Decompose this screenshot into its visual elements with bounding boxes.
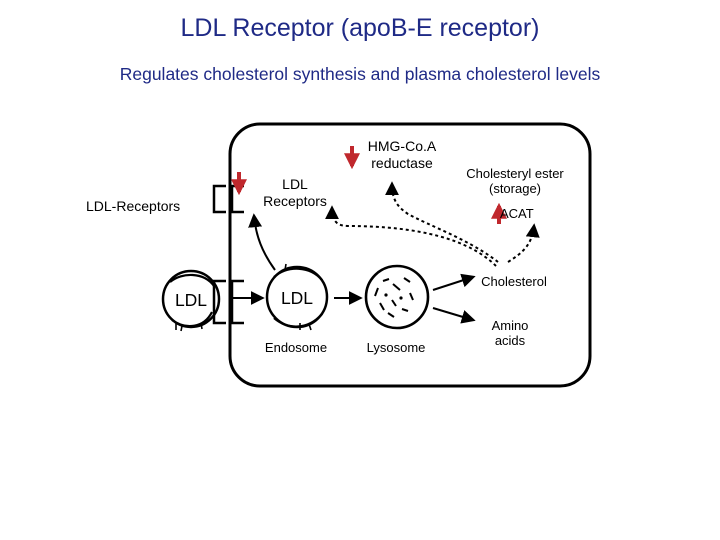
- regulation-arrow-to-hmg-coa: [385, 181, 499, 263]
- lysosome-organelle: [364, 264, 430, 330]
- amino-acids-label: Amino acids: [491, 318, 529, 349]
- page-title: LDL Receptor (apoB-E receptor): [180, 14, 540, 42]
- page-subtitle: Regulates cholesterol synthesis and plas…: [119, 64, 601, 84]
- cholesterol-label: Cholesterol: [481, 274, 547, 289]
- ldl-receptors-inside-label: LDL Receptors: [263, 176, 327, 209]
- arrow-lysosome-to-amino-acids: [432, 307, 476, 324]
- endosome-label: Endosome: [264, 340, 328, 355]
- regulation-arrow-to-ldl-receptors: [325, 205, 497, 267]
- acat-label: ACAT: [500, 206, 534, 221]
- ldl-outside-label: LDL: [174, 290, 208, 310]
- arrow-receptor-recycling: [248, 213, 276, 271]
- hmg-coa-reductase-label: HMG-Co.A reductase: [367, 138, 437, 171]
- ldl-particle-outside: [161, 269, 221, 332]
- receptor-bracket-outer-bottom: [212, 279, 226, 325]
- cholesteryl-ester-label: Cholesteryl ester (storage): [466, 166, 564, 197]
- receptor-bracket-outer-top: [212, 184, 226, 214]
- regulation-arrow-to-acat: [507, 223, 540, 263]
- receptor-bracket-inner-bottom: [230, 279, 244, 325]
- arrow-lysosome-to-cholesterol: [432, 273, 476, 291]
- ldl-receptors-outside-label: LDL-Receptors: [86, 198, 181, 214]
- lysosome-label: Lysosome: [366, 340, 426, 355]
- ldl-endosome-label: LDL: [280, 288, 314, 308]
- endosome-ldl-particle: [265, 263, 329, 331]
- cell-membrane: [228, 122, 592, 388]
